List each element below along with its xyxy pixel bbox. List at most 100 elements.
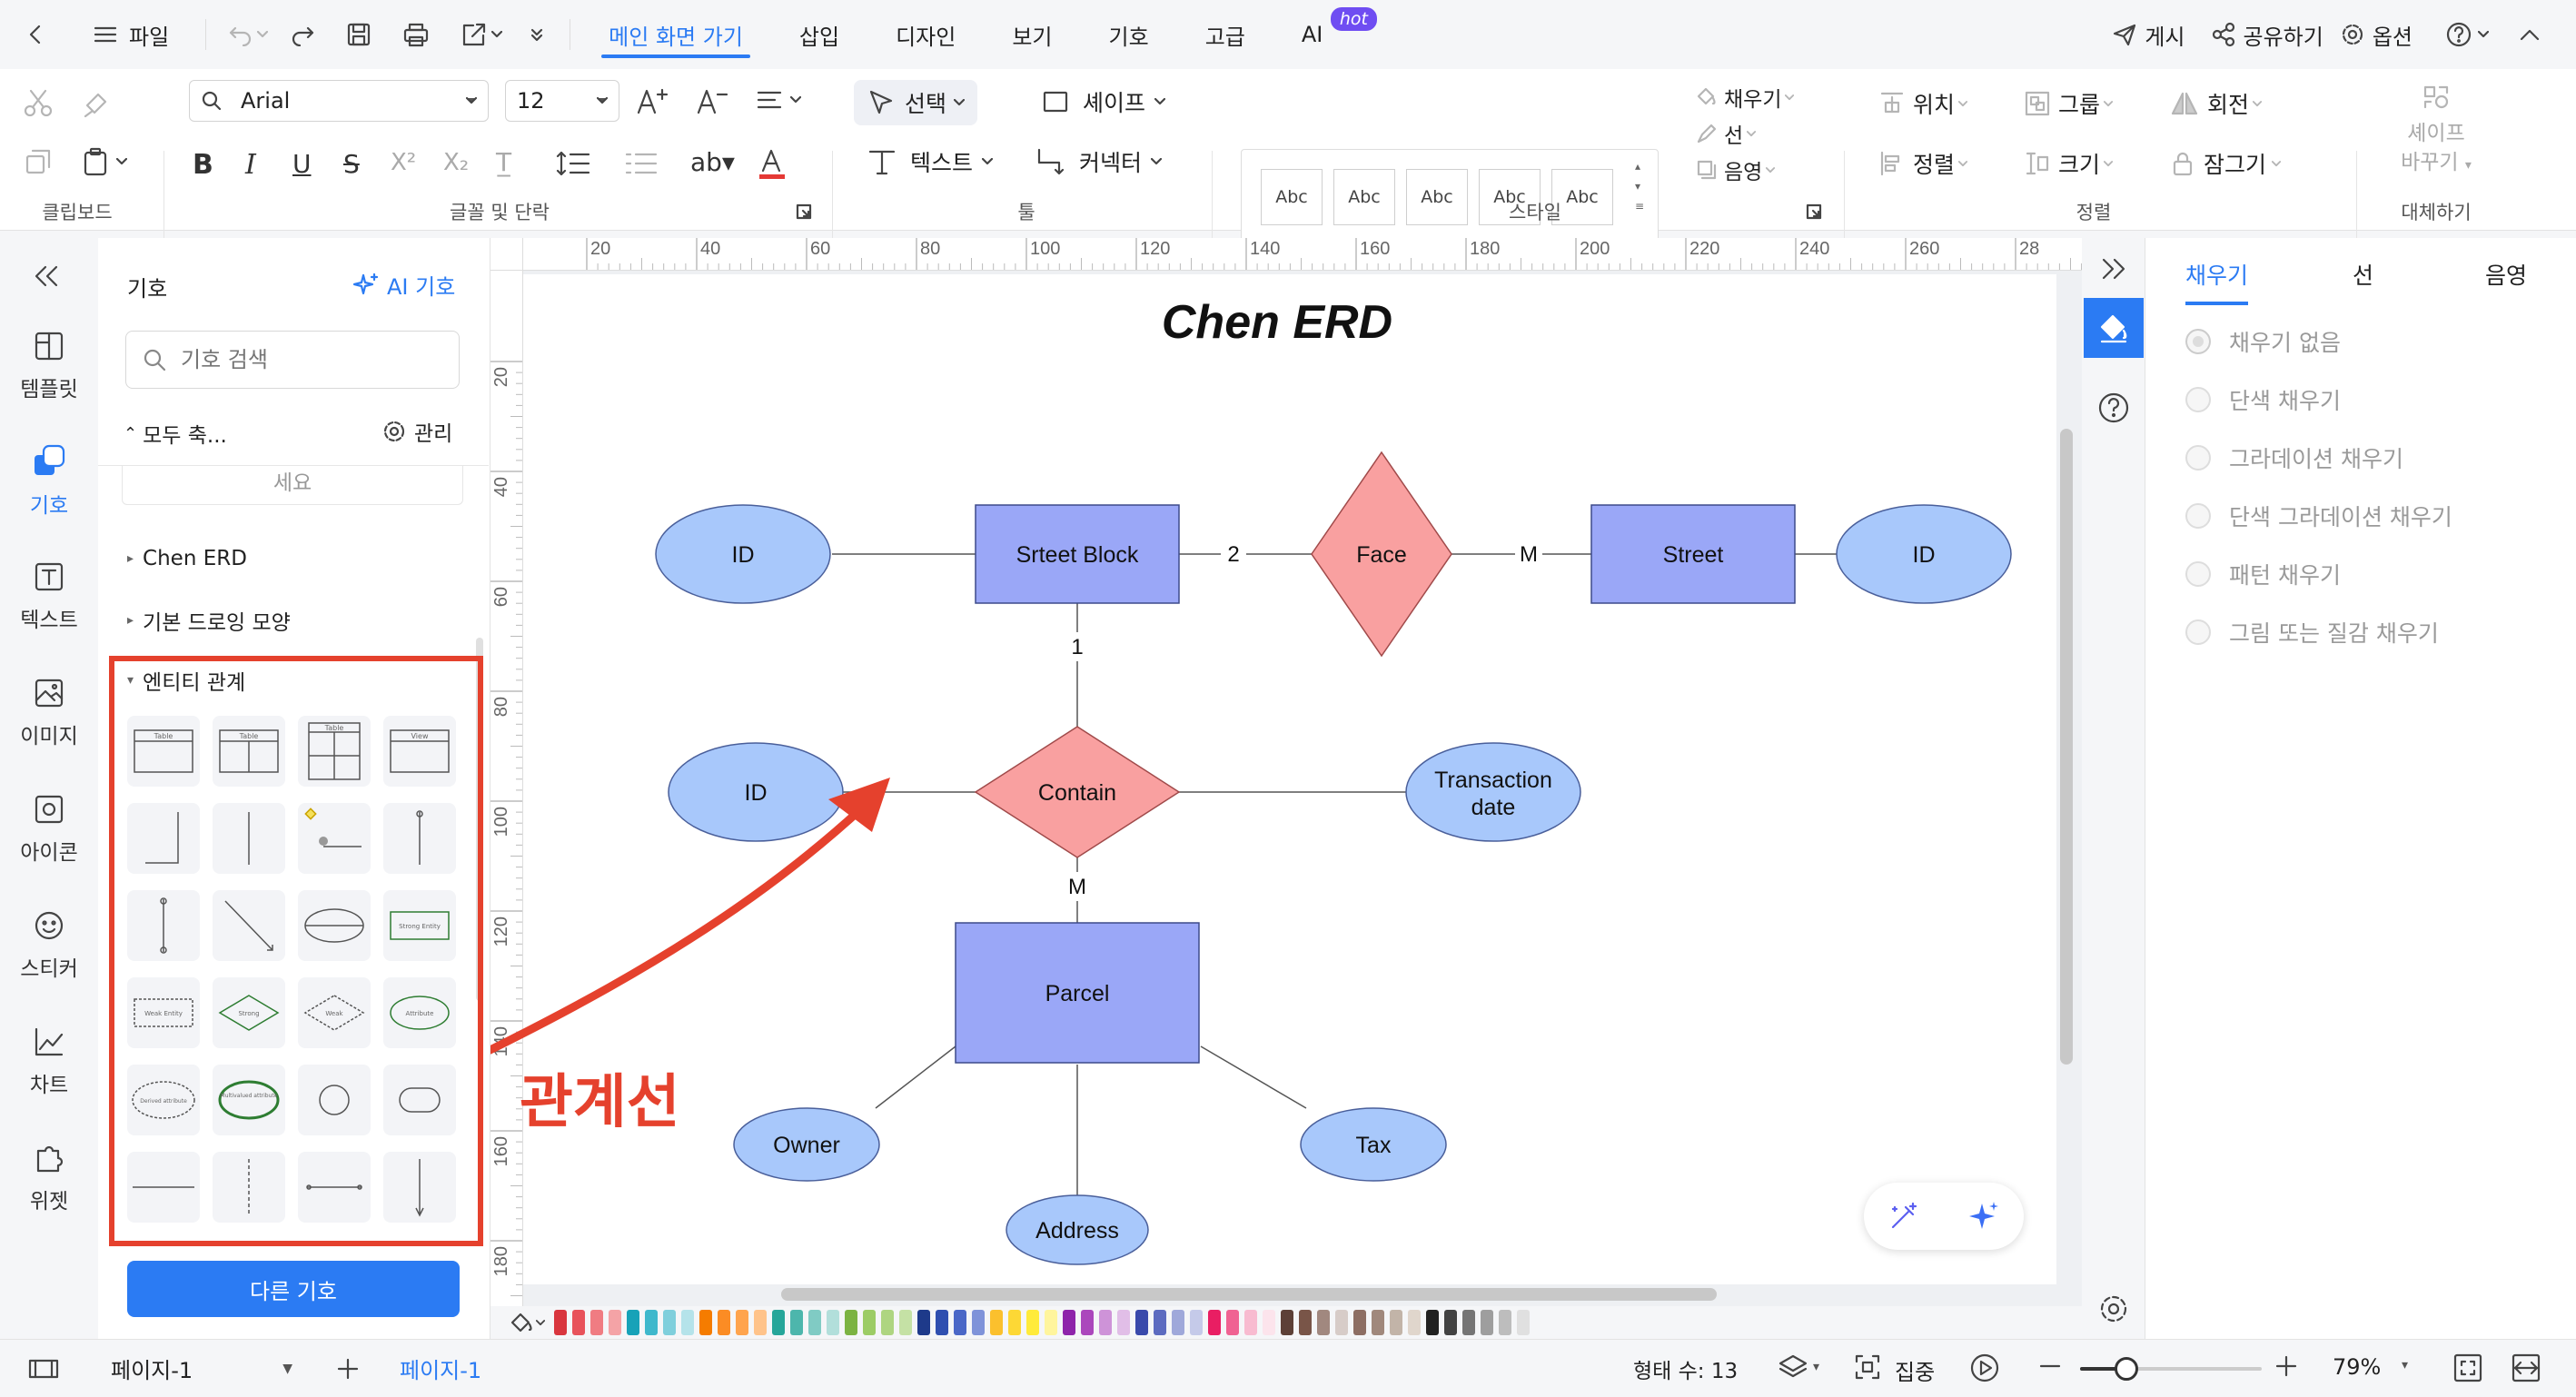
library-entity-relation[interactable]: ▾ 엔티티 관계 — [127, 665, 245, 696]
color-swatch[interactable] — [645, 1310, 658, 1335]
symbol-circle[interactable] — [298, 1065, 371, 1135]
color-swatch[interactable] — [1317, 1310, 1330, 1335]
color-swatch[interactable] — [790, 1310, 803, 1335]
color-swatch[interactable] — [917, 1310, 930, 1335]
nav-icons[interactable]: 아이콘 — [0, 788, 98, 866]
attribute-transaction-date[interactable] — [1405, 742, 1581, 842]
color-swatch[interactable] — [1444, 1310, 1457, 1335]
style-swatch[interactable]: Abc — [1406, 169, 1468, 225]
library-chen-erd[interactable]: ▸ Chen ERD — [127, 547, 247, 570]
color-swatch[interactable] — [954, 1310, 966, 1335]
horizontal-scrollbar[interactable] — [781, 1288, 1717, 1301]
color-swatch[interactable] — [936, 1310, 948, 1335]
color-swatch[interactable] — [1390, 1310, 1402, 1335]
entity-street[interactable] — [1590, 504, 1796, 604]
line-spacing-icon[interactable] — [556, 149, 592, 178]
expand-group-icon[interactable] — [1806, 203, 1822, 220]
add-page-icon[interactable] — [336, 1357, 360, 1381]
color-swatch[interactable] — [1499, 1310, 1511, 1335]
color-swatch[interactable] — [845, 1310, 857, 1335]
nav-charts[interactable]: 차트 — [0, 1021, 98, 1098]
relationship-contain[interactable] — [974, 726, 1181, 858]
nav-templates[interactable]: 템플릿 — [0, 325, 98, 402]
fill-option-gradient[interactable]: 그라데이션 채우기 — [2185, 441, 2403, 474]
fit-page-icon[interactable] — [2452, 1352, 2483, 1383]
tab-view[interactable]: 보기 — [1005, 0, 1059, 69]
tab-insert[interactable]: 삽입 — [792, 0, 847, 69]
font-decrease-icon[interactable] — [696, 85, 728, 116]
color-swatch[interactable] — [1517, 1310, 1530, 1335]
color-swatch[interactable] — [1172, 1310, 1184, 1335]
nav-widgets[interactable]: 위젯 — [0, 1137, 98, 1214]
copy-icon[interactable] — [22, 145, 54, 178]
symbol-vertical-connector[interactable] — [127, 890, 200, 961]
fill-button[interactable]: 채우기 — [1695, 82, 1795, 113]
symbol-horizontal-connector[interactable] — [298, 1152, 371, 1223]
symbol-elbow-line[interactable] — [127, 803, 200, 874]
color-swatch[interactable] — [808, 1310, 821, 1335]
collapse-ribbon-icon[interactable] — [2520, 28, 2540, 41]
zoom-dropdown-icon[interactable]: ▾ — [2402, 1358, 2409, 1372]
fill-option-pattern[interactable]: 패턴 채우기 — [2185, 558, 2341, 590]
rotate-button[interactable]: 회전 — [2169, 87, 2263, 120]
fullscreen-icon[interactable] — [2511, 1352, 2541, 1383]
color-swatch[interactable] — [1008, 1310, 1021, 1335]
list-icon[interactable] — [623, 149, 659, 178]
expand-group-icon[interactable] — [796, 203, 812, 220]
menu-icon[interactable] — [93, 24, 118, 45]
relationship-face[interactable] — [1311, 451, 1452, 658]
text-tool[interactable]: 텍스트 — [867, 145, 994, 178]
library-basic-drawing[interactable]: ▸ 기본 드로잉 모양 — [127, 605, 291, 636]
share-button[interactable]: 공유하기 — [2243, 24, 2323, 50]
symbol-weak-relationship[interactable]: Weak — [298, 977, 371, 1048]
style-swatch[interactable]: Abc — [1551, 169, 1613, 225]
symbol-connector-note[interactable] — [298, 803, 371, 874]
color-swatch[interactable] — [1135, 1310, 1148, 1335]
play-icon[interactable] — [1969, 1352, 2000, 1383]
ai-symbol-button[interactable]: AI 기호 — [352, 269, 455, 301]
color-swatch[interactable] — [1372, 1310, 1384, 1335]
magic-wand-icon[interactable] — [1886, 1198, 1922, 1234]
size-button[interactable]: 크기 — [2024, 147, 2114, 180]
fill-option-solid[interactable]: 단색 채우기 — [2185, 383, 2341, 416]
symbol-search[interactable] — [125, 331, 460, 389]
share-icon[interactable] — [2211, 22, 2236, 47]
print-icon[interactable] — [402, 22, 430, 47]
font-size-select[interactable]: 12 — [505, 80, 619, 122]
settings-icon[interactable] — [2096, 1292, 2131, 1326]
color-swatch[interactable] — [627, 1310, 639, 1335]
nav-symbols[interactable]: 기호 — [0, 440, 98, 519]
tab-home[interactable]: 메인 화면 가기 — [601, 0, 750, 69]
symbol-horizontal-line[interactable] — [127, 1152, 200, 1223]
color-swatch[interactable] — [699, 1310, 712, 1335]
fill-option-picture[interactable]: 그림 또는 질감 채우기 — [2185, 616, 2439, 649]
paste-dropdown-icon[interactable] — [116, 158, 127, 165]
options-button[interactable]: 옵션 — [2372, 24, 2413, 50]
color-swatch[interactable] — [1208, 1310, 1221, 1335]
style-swatch[interactable]: Abc — [1261, 169, 1323, 225]
symbol-view[interactable]: View — [383, 716, 456, 787]
color-swatch[interactable] — [736, 1310, 748, 1335]
line-button[interactable]: 선 — [1695, 118, 1757, 149]
symbol-derived-attribute[interactable]: Derived attribute — [127, 1065, 200, 1135]
focus-icon[interactable] — [1853, 1352, 1882, 1382]
help-icon[interactable] — [2096, 391, 2131, 425]
color-swatch[interactable] — [1026, 1310, 1039, 1335]
symbol-attribute[interactable]: Attribute — [383, 977, 456, 1048]
symbol-ellipse-divided[interactable] — [298, 890, 371, 961]
undo-icon[interactable] — [228, 23, 253, 46]
more-icon[interactable] — [530, 27, 544, 42]
font-family-select[interactable]: Arial — [189, 80, 489, 122]
chevron-down-icon[interactable] — [536, 1319, 545, 1326]
underline-icon[interactable]: U — [292, 149, 312, 179]
tab-line[interactable]: 선 — [2353, 258, 2373, 291]
line-parcel-tax[interactable] — [1200, 1045, 1307, 1109]
page-select[interactable]: 페이지-1 ▼ — [111, 1352, 292, 1384]
symbol-multivalued-attribute[interactable]: Multivalued attribute — [213, 1065, 285, 1135]
color-swatch[interactable] — [1081, 1310, 1094, 1335]
layers-dropdown-icon[interactable]: ▾ — [1813, 1360, 1820, 1374]
attribute-id-right[interactable] — [1836, 504, 2012, 604]
expand-panel-icon[interactable] — [2098, 256, 2129, 282]
color-swatch[interactable] — [663, 1310, 676, 1335]
